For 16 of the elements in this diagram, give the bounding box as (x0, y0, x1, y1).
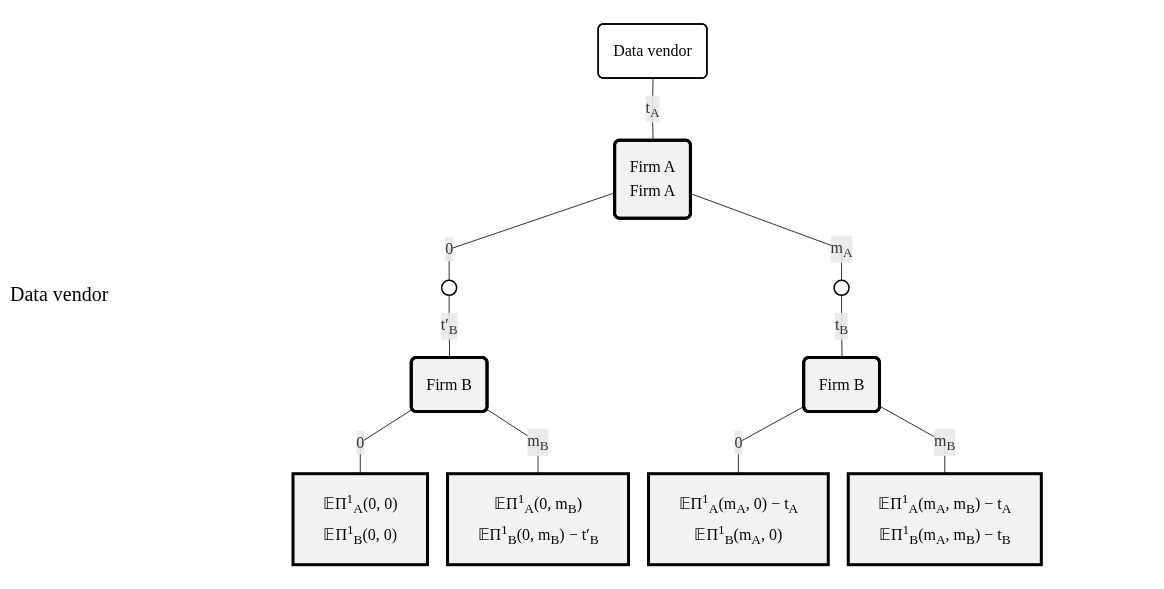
node-box: 𝔼Π$^{1}$$_{A}$(m$_{A}$, m$_{B}$) − t$_{A}$ 𝔼Π$^{1}$$_{B}$(m$_{A}$, m$_{B}$) − t$_{B}$ (846, 472, 1043, 567)
node-box: 𝔼Π$^{1}$$_{A}$(0, 0) 𝔼Π$^{1}$$_{B}$(0, 0) (291, 472, 429, 567)
edge-label: t$_{B}$ (834, 316, 849, 338)
edge-label: 0 (734, 433, 743, 451)
edge-label: m$_{B}$ (933, 432, 956, 454)
node-box: 𝔼Π$^{1}$$_{A}$(0, m$_{B}$) 𝔼Π$^{1}$$_{B}$(0, m$_{B}$) − t′$_{B}$ (445, 472, 630, 567)
edge-label: 0 (356, 433, 365, 451)
node-box: 𝔼Π$^{1}$$_{A}$(m$_{A}$, 0) − t$_{A}$ 𝔼Π$^{1}$$_{B}$(m$_{A}$, 0) (646, 472, 830, 567)
edge-label: m$_{A}$ (830, 238, 853, 261)
edge-label: t′$_{B}$ (440, 316, 458, 338)
note-text: Data vendor (10, 283, 110, 306)
node-circle (440, 279, 458, 297)
node-circle (833, 279, 850, 297)
edge-label: m$_{B}$ (527, 432, 549, 454)
edge-label: t$_{A}$ (645, 98, 660, 120)
edge-label: 0 (444, 240, 453, 258)
